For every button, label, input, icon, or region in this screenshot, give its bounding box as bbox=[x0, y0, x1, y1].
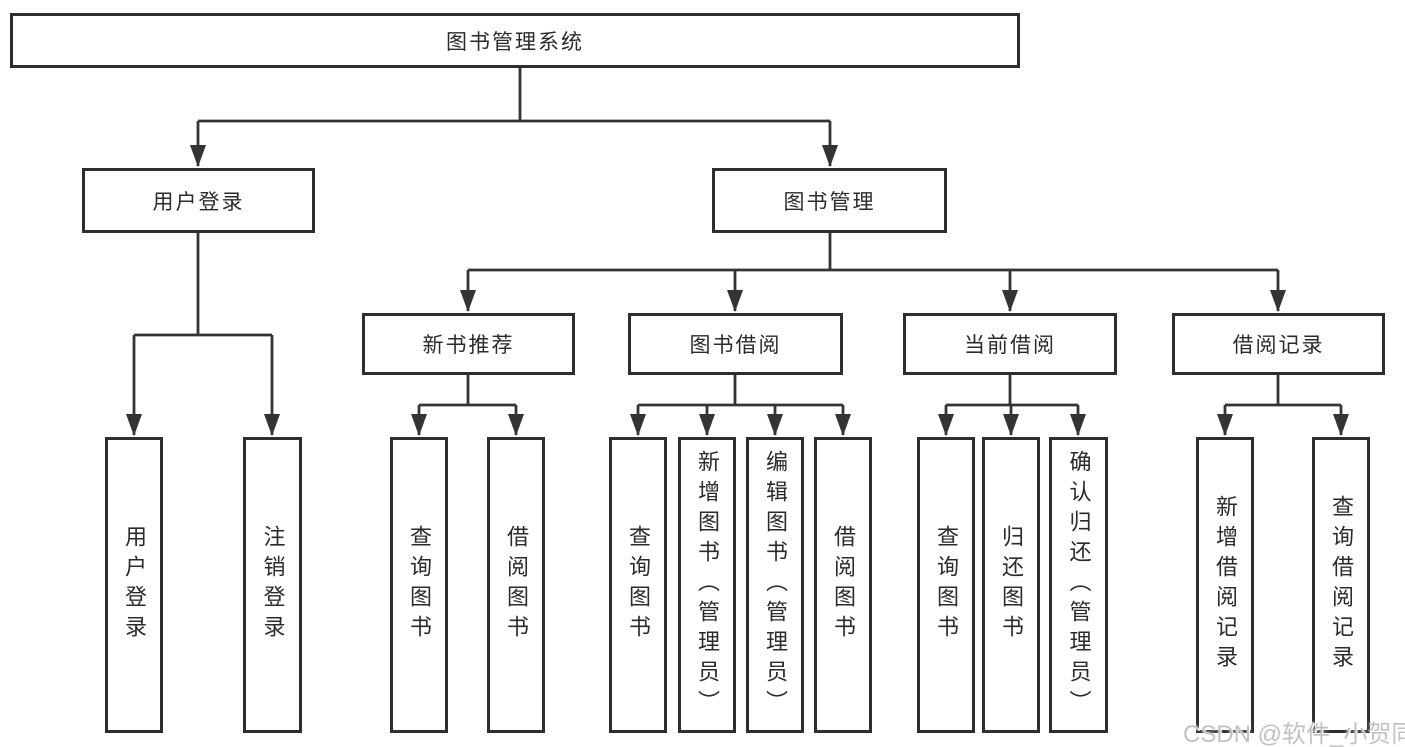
leaf-return-book: 归还图书 bbox=[982, 437, 1040, 733]
leaf-add-borrow-record-label: 新增借阅记录 bbox=[1213, 495, 1238, 675]
node-book-borrow: 图书借阅 bbox=[628, 313, 843, 375]
leaf-confirm-return-admin-label: 确认归还（管理员） bbox=[1066, 450, 1092, 720]
node-book-borrow-label: 图书借阅 bbox=[689, 334, 782, 357]
node-user-login-label: 用户登录 bbox=[152, 190, 245, 214]
node-new-book-recommend: 新书推荐 bbox=[362, 313, 575, 375]
leaf-query-borrow-record-label: 查询借阅记录 bbox=[1329, 495, 1354, 675]
leaf-borrow-books: 借阅图书 bbox=[814, 437, 872, 733]
leaf-query-books-recommend: 查询图书 bbox=[390, 437, 448, 733]
leaf-add-book-admin: 新增图书（管理员） bbox=[678, 437, 736, 733]
leaf-add-borrow-record: 新增借阅记录 bbox=[1196, 437, 1254, 733]
leaf-logout: 注销登录 bbox=[243, 437, 302, 733]
leaf-edit-book-admin-label: 编辑图书（管理员） bbox=[763, 450, 788, 720]
tree-arrow-lines bbox=[126, 121, 1349, 436]
watermark: CSDN @软件_小贺同学 bbox=[1183, 721, 1405, 747]
node-user-login: 用户登录 bbox=[82, 168, 315, 233]
node-root: 图书管理系统 bbox=[10, 13, 1020, 68]
leaf-query-books-borrow: 查询图书 bbox=[609, 437, 667, 733]
leaf-user-login-label: 用户登录 bbox=[122, 525, 147, 645]
leaf-user-login: 用户登录 bbox=[105, 437, 163, 733]
leaf-confirm-return-admin: 确认归还（管理员） bbox=[1049, 437, 1108, 733]
node-current-borrow: 当前借阅 bbox=[903, 313, 1117, 375]
tree-branch-lines bbox=[134, 65, 1341, 407]
leaf-borrow-books-label: 借阅图书 bbox=[831, 525, 856, 645]
node-root-label: 图书管理系统 bbox=[446, 30, 584, 54]
leaf-query-books-recommend-label: 查询图书 bbox=[407, 525, 432, 645]
leaf-add-book-admin-label: 新增图书（管理员） bbox=[695, 450, 720, 720]
node-book-management: 图书管理 bbox=[712, 168, 947, 233]
leaf-logout-label: 注销登录 bbox=[260, 525, 286, 645]
node-borrow-records-label: 借阅记录 bbox=[1232, 334, 1325, 357]
leaf-query-books-borrow-label: 查询图书 bbox=[626, 525, 651, 645]
leaf-return-book-label: 归还图书 bbox=[999, 525, 1024, 645]
leaf-edit-book-admin: 编辑图书（管理员） bbox=[746, 437, 804, 733]
leaf-borrow-books-recommend-label: 借阅图书 bbox=[504, 525, 529, 645]
node-book-management-label: 图书管理 bbox=[783, 190, 876, 214]
leaf-query-books-current: 查询图书 bbox=[917, 437, 975, 733]
leaf-query-borrow-record: 查询借阅记录 bbox=[1312, 437, 1370, 733]
node-borrow-records: 借阅记录 bbox=[1172, 313, 1385, 375]
node-new-book-recommend-label: 新书推荐 bbox=[422, 334, 515, 357]
leaf-borrow-books-recommend: 借阅图书 bbox=[487, 437, 545, 733]
node-current-borrow-label: 当前借阅 bbox=[964, 334, 1056, 357]
leaf-query-books-current-label: 查询图书 bbox=[934, 525, 959, 645]
